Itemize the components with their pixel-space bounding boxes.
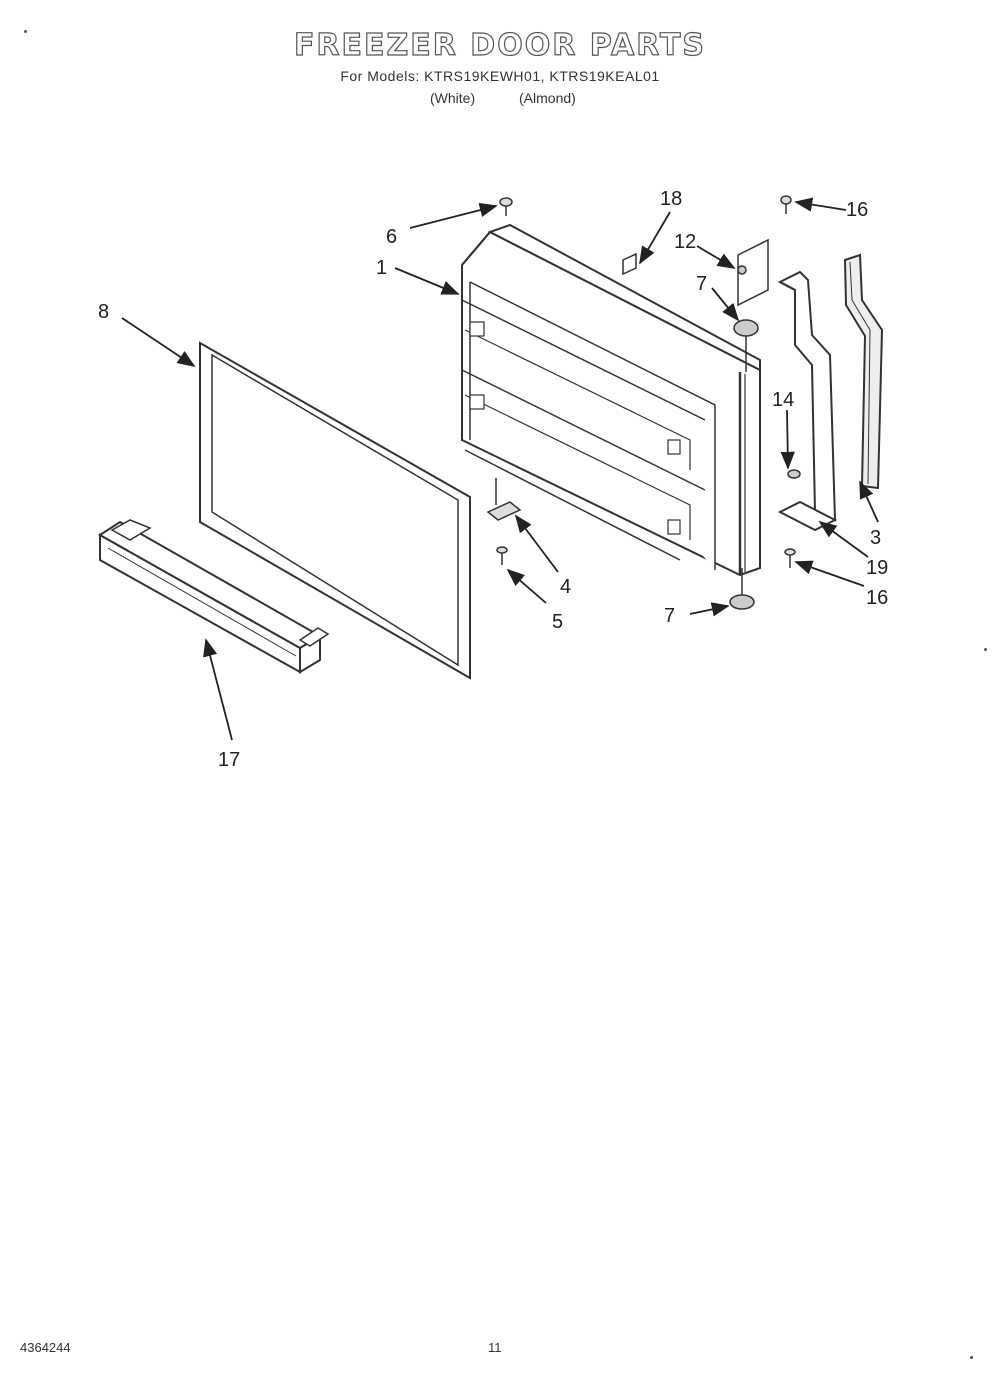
callout-16-top: 16 — [846, 199, 868, 221]
document-number: 4364244 — [20, 1340, 71, 1355]
corner-dot-top-left — [24, 30, 27, 33]
page-number: 11 — [488, 1340, 502, 1355]
callout-6: 6 — [386, 226, 397, 248]
color-almond-label: (Almond) — [519, 90, 576, 106]
callout-7-bottom: 7 — [664, 605, 675, 627]
leader-lines — [121, 197, 879, 741]
callout-5: 5 — [552, 611, 563, 633]
hinge-bushing-top — [733, 319, 759, 372]
bottom-hinge-pin — [486, 478, 522, 521]
door-shelf — [98, 519, 330, 674]
handle-screw-bottom — [784, 548, 796, 568]
screw-top — [499, 197, 513, 216]
color-white-label: (White) — [430, 90, 476, 106]
corner-dot-right — [984, 648, 987, 651]
callout-19: 19 — [866, 557, 888, 579]
bracket-plug — [787, 469, 801, 479]
callout-8: 8 — [98, 301, 109, 323]
handle-trim — [843, 253, 884, 490]
callout-17: 17 — [218, 749, 240, 771]
callout-4: 4 — [560, 576, 571, 598]
callout-3: 3 — [870, 527, 881, 549]
callout-18: 18 — [660, 188, 682, 210]
door-gasket — [199, 341, 471, 680]
corner-dot-bottom-right — [970, 1356, 973, 1359]
callout-1: 1 — [376, 257, 387, 279]
handle-screw-top — [780, 195, 792, 214]
hinge-bushing-bottom — [729, 568, 755, 610]
model-numbers: For Models: KTRS19KEWH01, KTRS19KEAL01 — [340, 68, 660, 84]
hinge-shim — [737, 238, 769, 307]
callout-14: 14 — [772, 389, 794, 411]
model-colors: (White) (Almond) — [430, 90, 616, 106]
callout-7-top: 7 — [696, 273, 707, 295]
page-title: FREEZER DOOR PARTS — [293, 27, 707, 63]
callout-16-bottom: 16 — [866, 587, 888, 609]
door-liner — [461, 223, 761, 577]
label-plate — [622, 252, 637, 276]
callout-12: 12 — [674, 231, 696, 253]
bottom-screw — [496, 546, 508, 565]
